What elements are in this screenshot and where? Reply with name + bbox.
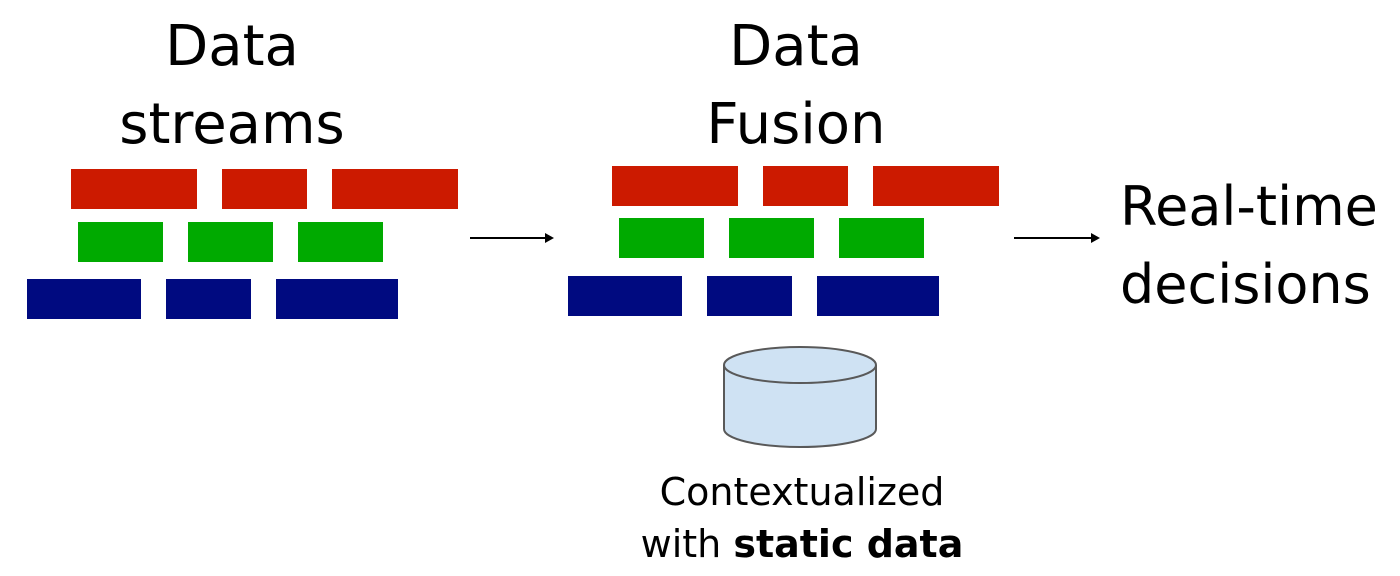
- database-icon: [723, 346, 877, 448]
- stream-block-green-3: [298, 222, 383, 262]
- data-fusion-title: Data Fusion: [646, 8, 946, 164]
- stream-block-blue-1: [27, 279, 141, 319]
- stream-block-blue-2: [166, 279, 251, 319]
- fusion-block-blue-3: [817, 276, 939, 316]
- arrow-right-icon: [470, 233, 554, 243]
- database-caption-line1: Contextualized: [659, 470, 945, 514]
- database-cylinder-body: [723, 365, 877, 448]
- fusion-block-green-1: [619, 218, 704, 258]
- database-caption: Contextualized with static data: [602, 466, 1002, 570]
- data-streams-title-line2: streams: [119, 92, 345, 157]
- database-cylinder-top: [723, 346, 877, 384]
- database-caption-prefix: with: [640, 522, 734, 566]
- decisions-title-line1: Real-time: [1120, 175, 1378, 238]
- database-caption-bold: static data: [733, 522, 964, 566]
- fusion-block-blue-1: [568, 276, 682, 316]
- stream-block-red-2: [222, 169, 307, 209]
- data-streams-title-line1: Data: [165, 14, 299, 79]
- stream-block-red-1: [71, 169, 197, 209]
- real-time-decisions-title: Real-time decisions: [1120, 168, 1400, 324]
- fusion-block-green-2: [729, 218, 814, 258]
- fusion-block-red-1: [612, 166, 738, 206]
- stream-block-red-3: [332, 169, 458, 209]
- data-fusion-title-line2: Fusion: [706, 92, 886, 157]
- database-caption-line2: with static data: [602, 518, 1002, 570]
- stream-block-blue-3: [276, 279, 398, 319]
- stream-block-green-2: [188, 222, 273, 262]
- data-fusion-title-line1: Data: [729, 14, 863, 79]
- fusion-block-green-3: [839, 218, 924, 258]
- data-streams-title: Data streams: [82, 8, 382, 164]
- arrow-right-icon: [1014, 233, 1100, 243]
- fusion-block-blue-2: [707, 276, 792, 316]
- fusion-block-red-2: [763, 166, 848, 206]
- fusion-block-red-3: [873, 166, 999, 206]
- stream-block-green-1: [78, 222, 163, 262]
- decisions-title-line2: decisions: [1120, 253, 1371, 316]
